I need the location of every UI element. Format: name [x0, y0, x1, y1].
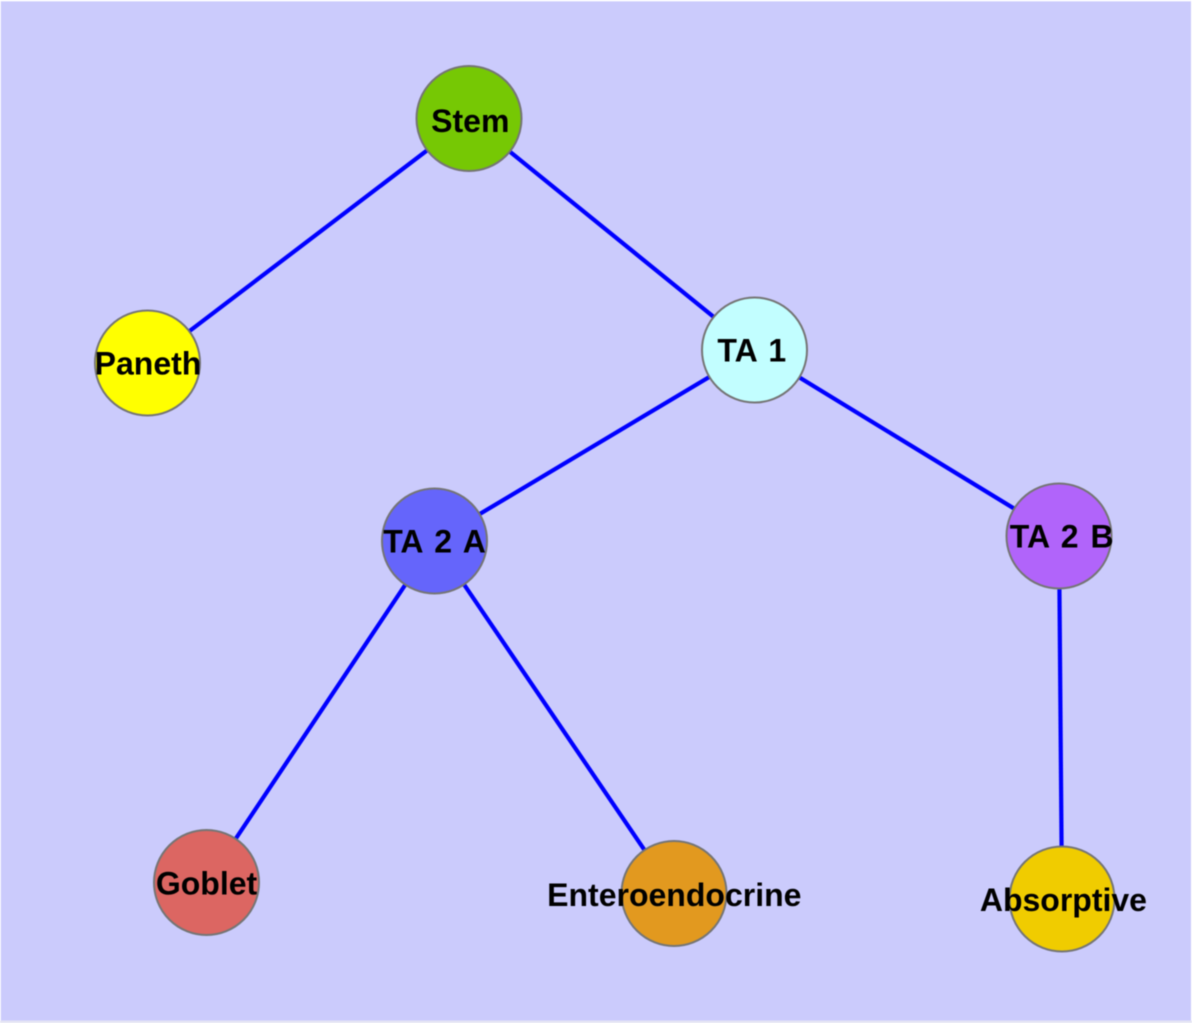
svg-text:TA 1: TA 1 [717, 333, 786, 369]
svg-text:Goblet: Goblet [156, 866, 258, 902]
svg-text:Absorptive: Absorptive [980, 882, 1147, 918]
svg-text:TA 2 B: TA 2 B [1010, 519, 1114, 555]
svg-text:Enteroendocrine: Enteroendocrine [547, 877, 801, 913]
svg-text:Paneth: Paneth [95, 346, 202, 382]
svg-text:TA 2 A: TA 2 A [383, 524, 486, 560]
svg-text:Stem: Stem [431, 103, 509, 139]
